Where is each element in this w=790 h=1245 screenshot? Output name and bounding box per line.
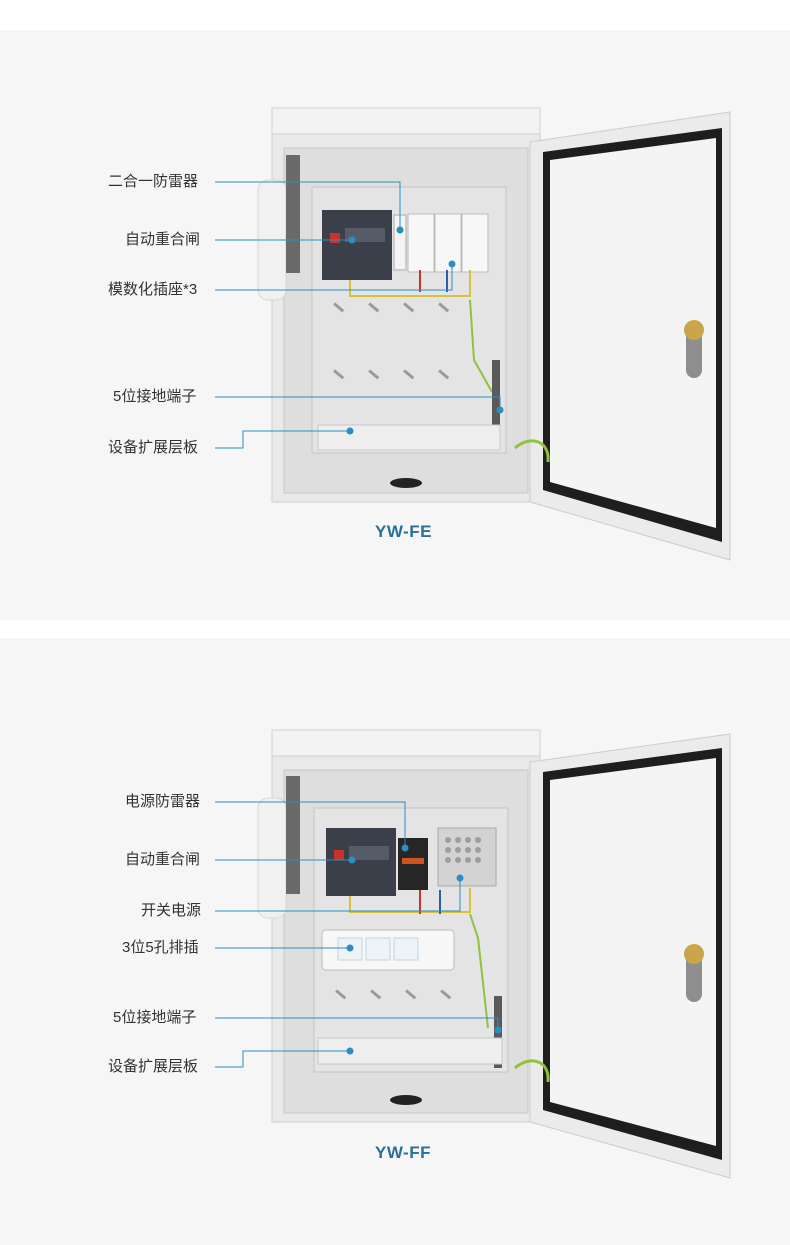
cabinet-body (257, 107, 541, 503)
callout-leaders (215, 181, 504, 449)
cabinet-door (514, 733, 731, 1179)
callout-power-strip: 3位5孔排插 (122, 939, 199, 956)
cabinet-door (514, 111, 731, 561)
callout-power-spd: 电源防雷器 (125, 793, 201, 810)
callout-ground-terminal: 5位接地端子 (113, 1009, 197, 1026)
callout-spd-2in1: 二合一防雷器 (108, 173, 199, 190)
callout-switching-power: 开关电源 (141, 902, 202, 919)
cabinet-illustration (215, 729, 731, 1179)
callout-modular-socket: 模数化插座*3 (108, 281, 198, 298)
callout-expansion-shelf: 设备扩展层板 (108, 439, 199, 456)
callout-expansion-shelf: 设备扩展层板 (108, 1058, 199, 1075)
product-panel-yw-fe: 二合一防雷器 自动重合闸 模数化插座*3 5位接地端子 设备扩展层板 YW-FE (0, 30, 790, 620)
model-name: YW-FE (375, 522, 432, 541)
callout-ground-terminal: 5位接地端子 (113, 388, 197, 405)
callout-leaders (215, 801, 502, 1068)
cabinet-body (257, 729, 541, 1123)
callout-auto-recloser: 自动重合闸 (125, 851, 201, 868)
callout-auto-recloser: 自动重合闸 (125, 231, 201, 248)
model-name: YW-FF (375, 1143, 431, 1162)
cabinet-illustration (215, 107, 731, 561)
product-panel-yw-ff: 电源防雷器 自动重合闸 开关电源 3位5孔排插 5位接地端子 设备扩展层板 YW… (0, 638, 790, 1245)
